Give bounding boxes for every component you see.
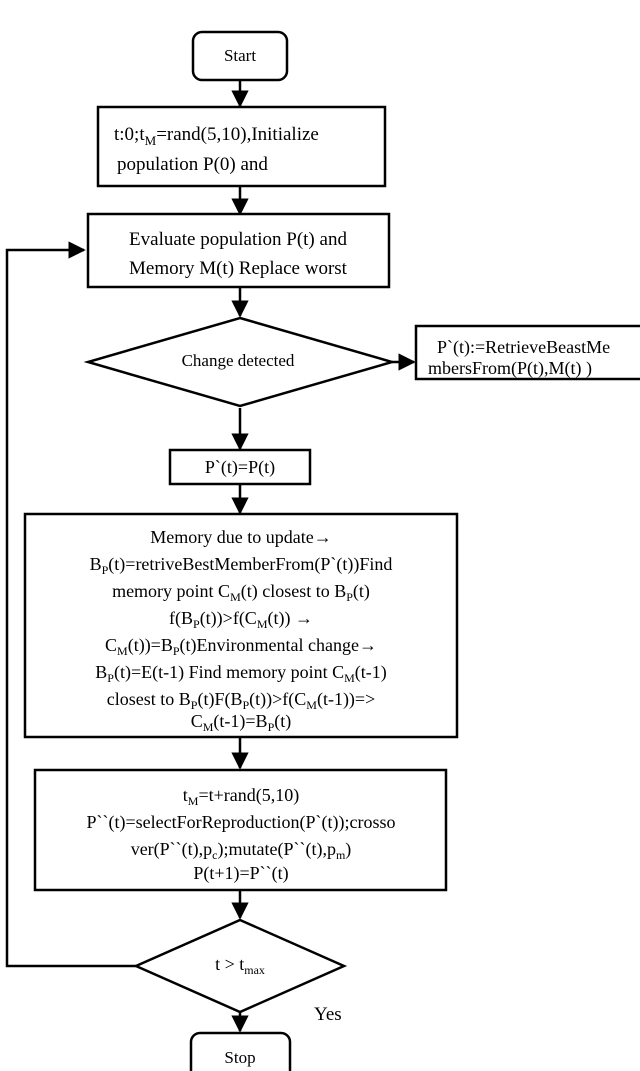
memory-line1: Memory due to update→ [150,527,331,547]
init-line2: population P(0) and [117,154,268,175]
start-label: Start [224,46,256,65]
retrieve-line2: mbersFrom(P(t),M(t) ) [428,358,592,379]
loop-back-arrow [5,241,136,968]
memory-update-box [23,512,459,739]
memory-line8: CM(t-1)=BP(t) [191,711,292,734]
connectors [5,81,416,1033]
memory-line5: CM(t))=BP(t)Environmental change→ [105,635,377,658]
init-line1: t:0;tM=rand(5,10),Initialize [114,124,319,148]
reproduction-line2: P``(t)=selectForReproduction(P`(t));cros… [86,812,395,833]
reproduction-line4: P(t+1)=P``(t) [193,863,288,884]
memory-line2: BP(t)=retriveBestMemberFrom(P`(t))Find [90,554,393,577]
reproduction-line3: ver(P``(t),pc);mutate(P``(t),pm) [131,839,352,862]
loop-test-label: t > tmax [215,954,265,977]
assign-box [168,448,312,486]
assign-label: P`(t)=P(t) [205,457,275,478]
reproduction-box [33,768,448,892]
start-terminal [191,30,289,82]
memory-line4: f(BP(t))>f(CM(t)) → [169,608,313,631]
stop-label: Stop [224,1048,255,1067]
loop-test-decision [132,918,348,1014]
stop-terminal [189,1031,292,1071]
memory-update-text: Memory due to update→ BP(t)=retriveBestM… [90,527,393,734]
retrieve-line1: P`(t):=RetrieveBeastMe [437,337,610,358]
evaluate-line2: Memory M(t) Replace worst [129,258,348,279]
change-detected-decision [83,316,397,408]
evaluate-box [86,212,391,289]
memory-line3: memory point CM(t) closest to BP(t) [112,581,370,604]
reproduction-line1: tM=t+rand(5,10) [183,785,299,808]
reproduction-text: tM=t+rand(5,10) P``(t)=selectForReproduc… [86,785,395,884]
retrieve-box [414,324,640,381]
change-detected-label: Change detected [182,351,295,370]
init-box [96,105,387,188]
memory-line7: closest to BP(t)F(BP(t))>f(CM(t-1))=> [107,689,375,712]
yes-label: Yes [314,1004,342,1025]
evaluate-line1: Evaluate population P(t) and [129,229,347,250]
memory-line6: BP(t)=E(t-1) Find memory point CM(t-1) [95,662,386,685]
